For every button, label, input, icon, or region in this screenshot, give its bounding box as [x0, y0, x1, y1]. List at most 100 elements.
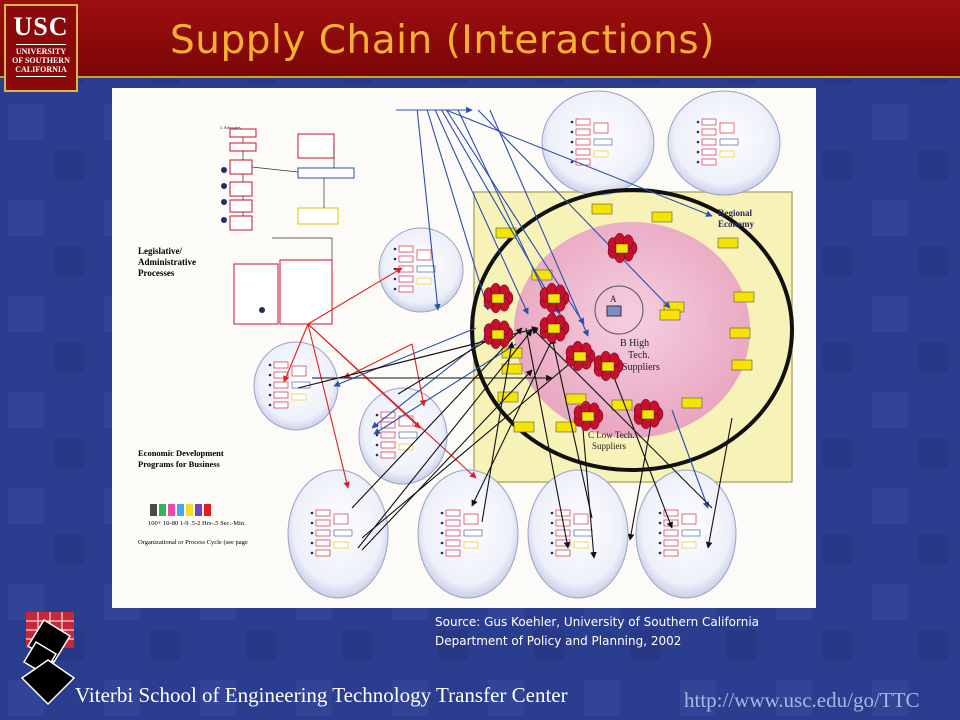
- arrow: [307, 323, 421, 429]
- mini-dot: [268, 363, 272, 367]
- mini-dot: [393, 287, 397, 291]
- supplier-cluster: [607, 232, 638, 264]
- arrow: [307, 323, 350, 489]
- mini-dot: [550, 541, 554, 545]
- mini-box: [663, 529, 679, 537]
- mini-dot: [570, 150, 574, 154]
- mini-box: [701, 118, 717, 126]
- mini-dot: [570, 130, 574, 134]
- mini-dot: [658, 531, 662, 535]
- mini-flowchart: [393, 245, 436, 293]
- footer-url-link[interactable]: http://www.usc.edu/go/TTC: [684, 688, 920, 712]
- yellow-box: [733, 291, 755, 303]
- yellow-box: [497, 391, 519, 403]
- supplier-core: [601, 361, 615, 372]
- arrow: [627, 417, 653, 541]
- mini-box: [593, 150, 609, 158]
- arrow: [361, 349, 587, 539]
- mini-box: [398, 255, 414, 263]
- mini-dot: [658, 511, 662, 515]
- mini-box: [398, 415, 414, 427]
- arrow: [411, 343, 427, 407]
- mini-box: [445, 549, 461, 557]
- mini-box: [593, 138, 613, 146]
- arrow: [481, 341, 515, 523]
- mini-dot: [696, 160, 700, 164]
- mini-dot: [268, 403, 272, 407]
- mini-box: [445, 509, 461, 517]
- mini-box: [398, 245, 414, 253]
- yellow-box: [591, 203, 613, 215]
- high-tech-label: B High Tech. Suppliers: [620, 338, 660, 373]
- yellow-box: [513, 421, 535, 433]
- arrow: [434, 109, 529, 315]
- arrow: [333, 327, 477, 387]
- economic-heading-2: Programs for Business: [138, 459, 221, 469]
- yellow-box: [659, 309, 681, 321]
- mini-flowchart: [440, 509, 483, 557]
- yellow-box: [501, 347, 523, 359]
- mini-box: [315, 539, 331, 547]
- arrow: [445, 109, 713, 217]
- header-bar: [0, 0, 960, 78]
- mini-box: [555, 549, 571, 557]
- mini-box: [573, 513, 589, 525]
- mini-box: [719, 150, 735, 158]
- mini-dot: [658, 521, 662, 525]
- arrow: [343, 343, 413, 379]
- arrow: [397, 333, 499, 395]
- arrow: [531, 327, 713, 509]
- mini-box: [445, 539, 461, 547]
- arrow: [283, 323, 309, 383]
- low-tech-label-1: C Low Tech.: [588, 430, 634, 440]
- mini-box: [445, 519, 461, 527]
- arrow: [471, 339, 553, 507]
- mini-box: [445, 529, 461, 537]
- mini-dot: [696, 140, 700, 144]
- mini-box: [575, 128, 591, 136]
- supplier-core: [581, 411, 595, 422]
- mini-dot: [440, 521, 444, 525]
- mini-dot: [375, 413, 379, 417]
- mini-box: [380, 451, 396, 459]
- mini-dot: [550, 531, 554, 535]
- core-node: [606, 305, 622, 317]
- mini-dot: [310, 551, 314, 555]
- supplier-core: [547, 323, 561, 334]
- mini-dot: [658, 551, 662, 555]
- mini-dot: [550, 511, 554, 515]
- economic-heading-1: Economic Development: [138, 448, 224, 458]
- arrow: [351, 327, 523, 509]
- mini-box: [555, 509, 571, 517]
- high-tech-label-3: Suppliers: [622, 362, 660, 373]
- mini-dot: [310, 521, 314, 525]
- supplier-core: [491, 329, 505, 340]
- arrow: [705, 417, 733, 549]
- mini-box: [575, 118, 591, 126]
- mini-box: [663, 509, 679, 517]
- mini-box: [719, 122, 735, 134]
- yellow-box: [731, 359, 753, 371]
- economic-heading: Economic Development Programs for Busine…: [138, 448, 226, 469]
- arrow: [426, 109, 490, 311]
- mini-dot: [570, 140, 574, 144]
- yellow-box: [501, 363, 523, 375]
- supplier-cluster: [565, 340, 596, 372]
- mini-box: [701, 148, 717, 156]
- mini-box: [593, 122, 609, 134]
- mini-dot: [440, 541, 444, 545]
- mini-box: [573, 541, 589, 549]
- mini-box: [701, 138, 717, 146]
- source-note: Source: Gus Koehler, University of South…: [435, 613, 855, 651]
- mini-box: [575, 138, 591, 146]
- supply-chain-diagram: 1. Advocates Legislative/ Administrative…: [112, 88, 816, 608]
- legislative-heading-3: Processes: [138, 268, 175, 278]
- arrow: [671, 409, 710, 509]
- mini-dot: [440, 531, 444, 535]
- mini-dot: [268, 383, 272, 387]
- flowchart-tiny-label: 1. Advocates: [220, 125, 241, 130]
- mini-box: [380, 431, 396, 439]
- mini-box: [701, 158, 717, 166]
- mini-dot: [310, 541, 314, 545]
- high-tech-label-2: Tech.: [628, 350, 650, 361]
